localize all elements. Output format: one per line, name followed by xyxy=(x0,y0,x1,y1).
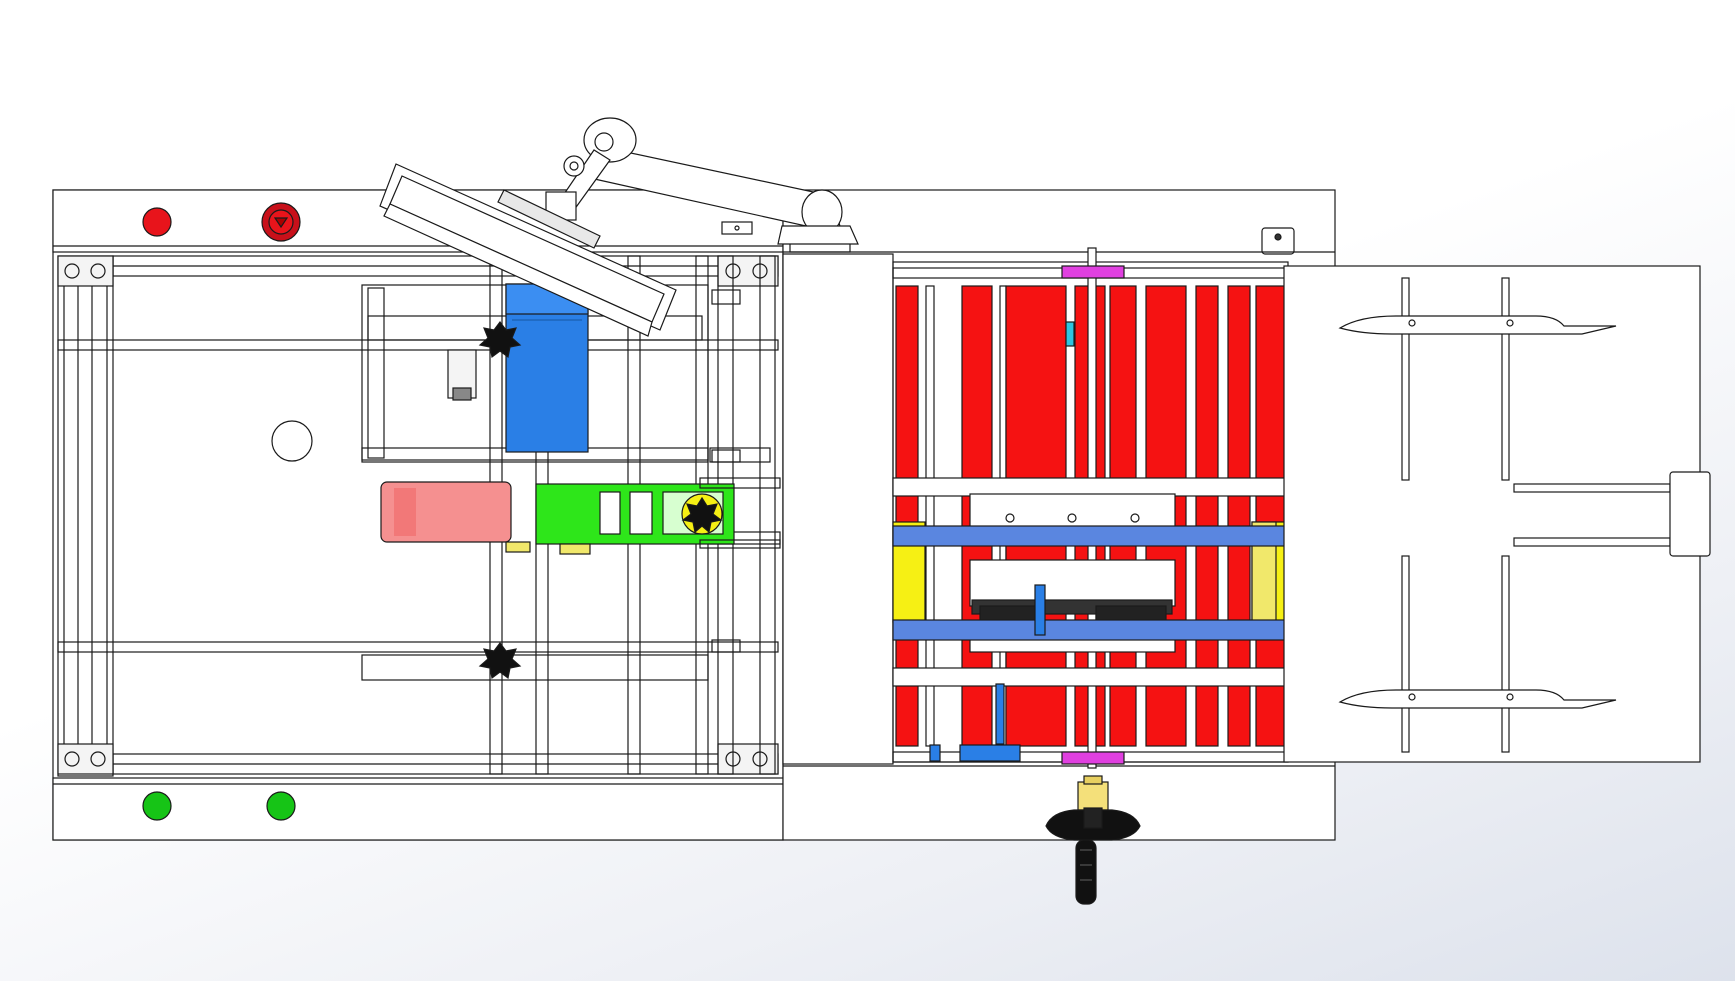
collar xyxy=(1061,751,1125,765)
operator-arm xyxy=(545,117,859,245)
handwheel-icon[interactable] xyxy=(1045,775,1141,905)
control-buttons xyxy=(142,202,313,821)
start-button-2-icon[interactable] xyxy=(266,791,296,821)
star-knob-icon[interactable] xyxy=(478,321,522,359)
star-knob-icon[interactable] xyxy=(478,642,522,680)
touch-panel[interactable] xyxy=(379,163,677,337)
stop-button-icon[interactable] xyxy=(142,207,172,237)
drive-assembly xyxy=(380,283,781,555)
end-stop xyxy=(1669,471,1711,557)
emergency-stop-icon[interactable] xyxy=(261,202,301,242)
belt xyxy=(892,619,1336,641)
side-guide xyxy=(1338,689,1617,709)
corner-profile xyxy=(57,255,779,775)
side-guide xyxy=(1338,315,1617,335)
belt xyxy=(892,525,1336,547)
coupling xyxy=(1077,781,1109,811)
left-bottom-panel xyxy=(52,777,784,841)
star-knob-icon[interactable] xyxy=(681,493,723,535)
indicator-lamp-icon xyxy=(271,420,313,462)
collar xyxy=(1061,265,1125,279)
start-button-icon[interactable] xyxy=(142,791,172,821)
outfeed-table xyxy=(1283,265,1711,763)
